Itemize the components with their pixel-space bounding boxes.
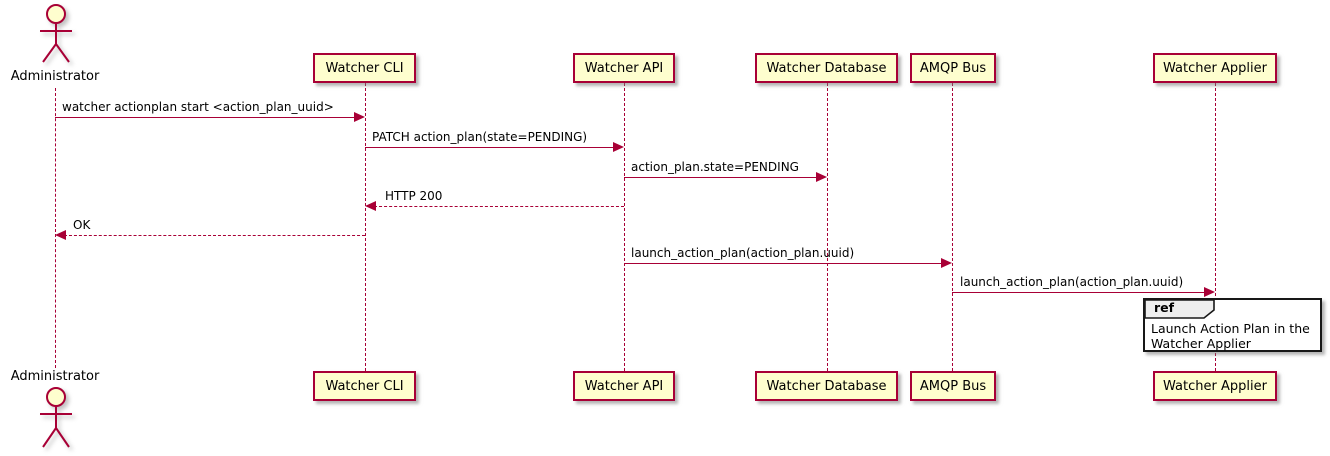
participant-watcher-applier-top: Watcher Applier bbox=[1153, 53, 1277, 83]
arrowhead-right-icon bbox=[941, 258, 952, 268]
arrowhead-right-icon bbox=[816, 172, 827, 182]
lifeline-watcher-cli bbox=[365, 83, 366, 371]
message-label: HTTP 200 bbox=[385, 189, 443, 203]
arrowhead-right-icon bbox=[1204, 287, 1215, 297]
ref-body: Launch Action Plan in the Watcher Applie… bbox=[1151, 321, 1310, 351]
message-line bbox=[55, 117, 355, 118]
message-line bbox=[624, 177, 817, 178]
message-line bbox=[374, 206, 624, 207]
ref-header: ref bbox=[1144, 299, 1216, 319]
participant-watcher-api-top: Watcher API bbox=[573, 53, 675, 83]
participant-amqp-bus-top: AMQP Bus bbox=[910, 53, 996, 83]
participant-watcher-applier-bottom: Watcher Applier bbox=[1153, 371, 1277, 401]
actor-icon bbox=[40, 4, 72, 63]
actor-label-top: Administrator bbox=[10, 69, 100, 84]
lifeline-administrator bbox=[55, 88, 56, 368]
actor-figure-bottom bbox=[34, 386, 78, 456]
ref-pentagon-icon bbox=[1144, 299, 1215, 319]
message-label: action_plan.state=PENDING bbox=[631, 160, 799, 174]
actor-figure-top bbox=[34, 3, 78, 71]
ref-keyword: ref bbox=[1154, 300, 1175, 315]
arrowhead-right-icon bbox=[613, 142, 624, 152]
ref-fragment: ref Launch Action Plan in the Watcher Ap… bbox=[1143, 298, 1322, 352]
lifeline-watcher-applier bbox=[1215, 83, 1216, 371]
participant-amqp-bus-bottom: AMQP Bus bbox=[910, 371, 996, 401]
lifeline-watcher-api bbox=[624, 83, 625, 371]
participant-watcher-api-bottom: Watcher API bbox=[573, 371, 675, 401]
message-line bbox=[365, 147, 614, 148]
lifeline-watcher-database bbox=[827, 83, 828, 371]
message-line bbox=[624, 263, 942, 264]
ref-body-line2: Watcher Applier bbox=[1151, 336, 1251, 351]
message-line bbox=[952, 292, 1205, 293]
message-label: watcher actionplan start <action_plan_uu… bbox=[62, 100, 334, 114]
message-label: PATCH action_plan(state=PENDING) bbox=[372, 130, 588, 144]
message-line bbox=[64, 235, 365, 236]
message-label: launch_action_plan(action_plan.uuid) bbox=[960, 275, 1184, 289]
participant-watcher-database-top: Watcher Database bbox=[755, 53, 898, 83]
ref-body-line1: Launch Action Plan in the bbox=[1151, 321, 1310, 336]
participant-watcher-database-bottom: Watcher Database bbox=[755, 371, 898, 401]
participant-watcher-cli-bottom: Watcher CLI bbox=[313, 371, 416, 401]
arrowhead-left-icon bbox=[365, 201, 376, 211]
message-label: launch_action_plan(action_plan.uuid) bbox=[631, 246, 855, 260]
arrowhead-left-icon bbox=[55, 230, 66, 240]
actor-label-bottom: Administrator bbox=[10, 369, 100, 384]
lifeline-amqp-bus bbox=[952, 83, 953, 371]
actor-icon bbox=[40, 387, 72, 448]
arrowhead-right-icon bbox=[354, 112, 365, 122]
participant-watcher-cli-top: Watcher CLI bbox=[313, 53, 416, 83]
message-label: OK bbox=[73, 218, 91, 232]
